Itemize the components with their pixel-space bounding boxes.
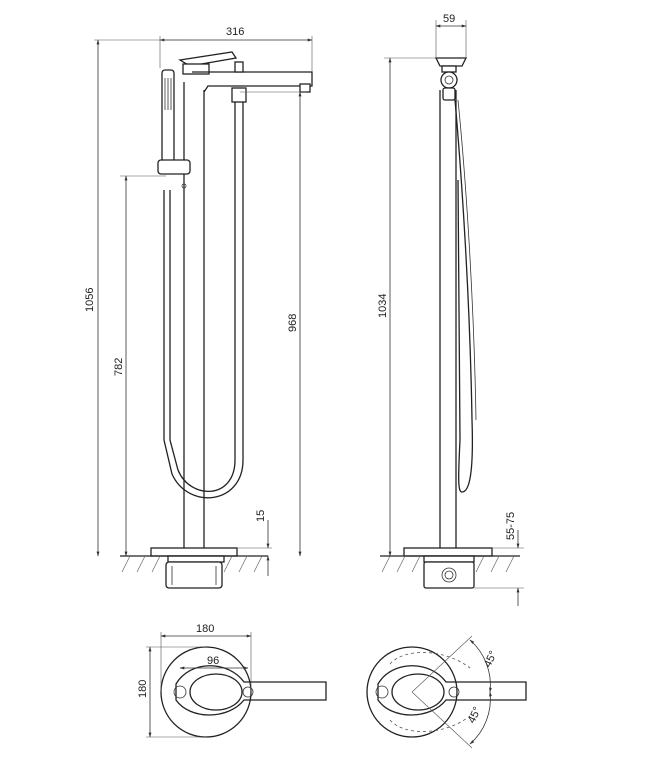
dim-base-diameter: 180: [196, 623, 214, 635]
dim-base-height: 180: [137, 680, 149, 698]
top-view-right: 45° 45°: [366, 635, 527, 749]
dim-angle-upper: 45°: [482, 649, 500, 669]
dim-height-hose-holder: 782: [113, 358, 125, 376]
dim-floor-depth: 55-75: [505, 512, 517, 540]
front-view: 316 1056 782 968 15: [84, 26, 313, 589]
dim-height-total: 1056: [84, 288, 96, 312]
dim-head-width: 59: [443, 13, 455, 25]
side-view: 59 1034 55-75: [377, 13, 524, 606]
dim-width-total: 316: [226, 26, 244, 38]
dim-height-spout: 968: [287, 314, 299, 332]
dim-height-side: 1034: [377, 294, 389, 318]
top-view-left: 180 96 180: [137, 623, 327, 738]
dim-angle-lower: 45°: [466, 705, 484, 725]
dim-floor-offset: 15: [255, 510, 267, 522]
dim-handle-offset: 96: [207, 655, 219, 667]
